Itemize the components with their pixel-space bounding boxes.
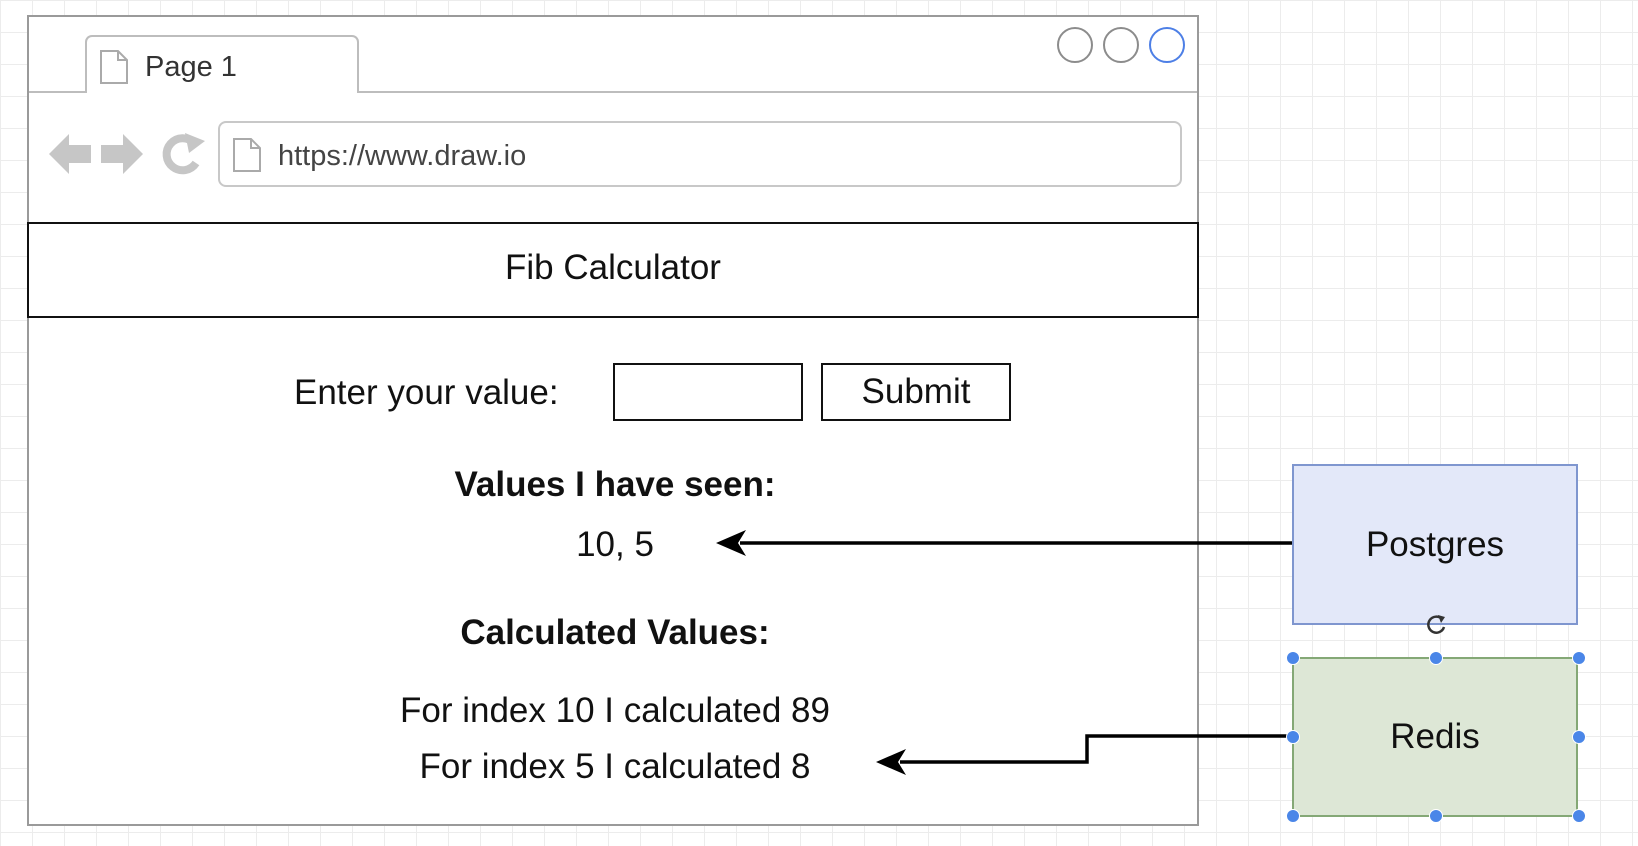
window-control-circle	[1057, 27, 1093, 63]
address-url: https://www.draw.io	[278, 140, 527, 172]
forward-arrow-icon	[101, 134, 143, 174]
submit-button[interactable]: Submit	[821, 363, 1011, 421]
rotate-handle-icon[interactable]	[1423, 612, 1449, 638]
input-label: Enter your value:	[294, 373, 559, 412]
resize-handle-bottom-left[interactable]	[1286, 809, 1300, 823]
calculated-value-row: For index 10 I calculated 89	[400, 691, 830, 730]
resize-handle-left[interactable]	[1286, 730, 1300, 744]
window-control-circle	[1103, 27, 1139, 63]
calculated-values-heading: Calculated Values:	[460, 613, 770, 652]
postgres-connector-arrow[interactable]	[716, 530, 1292, 556]
address-bar: https://www.draw.io	[218, 121, 1182, 187]
resize-handle-top-left[interactable]	[1286, 651, 1300, 665]
window-control-circle	[1149, 27, 1185, 63]
redis-shape[interactable]: Redis	[1292, 657, 1578, 817]
values-seen-list: 10, 5	[576, 525, 654, 564]
postgres-shape[interactable]: Postgres	[1292, 464, 1578, 625]
browser-window-mockup[interactable]: Page 1 https://www.draw.io Fib Calculato…	[27, 15, 1199, 826]
reload-icon	[162, 133, 205, 175]
tab-strip: Page 1	[29, 17, 1197, 93]
browser-tab: Page 1	[85, 35, 359, 93]
resize-handle-top-right[interactable]	[1572, 651, 1586, 665]
page-icon	[233, 138, 261, 172]
resize-handle-bottom[interactable]	[1429, 809, 1443, 823]
value-input[interactable]	[613, 363, 803, 421]
back-arrow-icon	[49, 134, 91, 174]
resize-handle-right[interactable]	[1572, 730, 1586, 744]
redis-label: Redis	[1390, 717, 1480, 756]
app-header: Fib Calculator	[27, 222, 1199, 318]
calculated-value-row: For index 5 I calculated 8	[419, 747, 811, 786]
nav-arrows	[49, 133, 205, 175]
values-seen-heading: Values I have seen:	[454, 465, 776, 504]
resize-handle-bottom-right[interactable]	[1572, 809, 1586, 823]
page-icon	[100, 50, 128, 84]
redis-connector-arrow[interactable]	[876, 734, 1292, 775]
postgres-label: Postgres	[1365, 524, 1505, 564]
tab-label: Page 1	[145, 51, 237, 83]
resize-handle-top[interactable]	[1429, 651, 1443, 665]
app-title: Fib Calculator	[505, 248, 721, 287]
